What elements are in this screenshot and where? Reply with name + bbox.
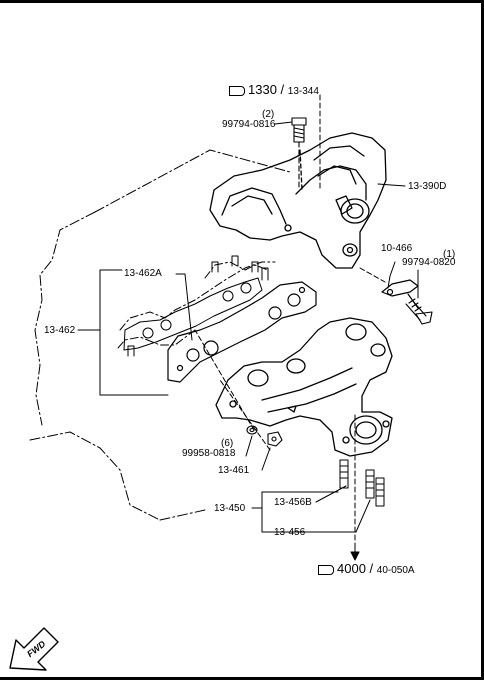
group-bracket-13-462 bbox=[77, 269, 193, 396]
dashed-leaders bbox=[194, 94, 386, 546]
heat-insulator-13-390D bbox=[209, 132, 387, 269]
frame-right-border bbox=[481, 0, 484, 680]
part-13-461: 13-461 bbox=[218, 465, 250, 476]
engine-block-outline bbox=[29, 149, 291, 521]
gasket-13-462A bbox=[167, 281, 317, 383]
bolt-99794-0820 bbox=[405, 298, 433, 325]
ref-top-sub: 13-344 bbox=[287, 86, 319, 97]
part-99794-0816: 99794-0816 bbox=[222, 119, 276, 130]
ref-top: 1330 / 13-344 bbox=[229, 83, 319, 97]
qty-99958-0818: (6) bbox=[221, 438, 234, 449]
nut-13-461 bbox=[267, 431, 283, 447]
qty-99794-0816: (2) bbox=[262, 109, 275, 120]
part-99958-0818: 99958-0818 bbox=[182, 448, 236, 459]
washer-99958-0818 bbox=[246, 425, 258, 435]
arrow-to-ref-4000 bbox=[350, 544, 360, 561]
part-13-456B: 13-456B bbox=[274, 497, 312, 508]
frame-bottom-border bbox=[0, 677, 484, 680]
part-10-466: 10-466 bbox=[381, 243, 413, 254]
studs-13-456 bbox=[339, 459, 385, 507]
part-13-456: 13-456 bbox=[274, 527, 306, 538]
fwd-arrow-icon bbox=[9, 627, 59, 671]
part-13-462A: 13-462A bbox=[124, 268, 162, 279]
qty-99794-0820: (1) bbox=[443, 249, 456, 260]
part-13-462: 13-462 bbox=[44, 325, 76, 336]
label-leaders bbox=[245, 121, 419, 533]
part-13-390D: 13-390D bbox=[408, 181, 447, 192]
pointing-hand-icon bbox=[229, 85, 245, 96]
bolt-99794-0816 bbox=[291, 117, 307, 191]
pointing-hand-icon bbox=[318, 564, 334, 575]
exhaust-manifold-13-450 bbox=[215, 317, 393, 457]
part-13-450: 13-450 bbox=[214, 503, 246, 514]
bracket-10-466 bbox=[381, 279, 419, 309]
frame-top-border bbox=[0, 0, 484, 3]
gasket-13-462 bbox=[123, 277, 263, 351]
ref-bottom: 4000 / 40-050A bbox=[318, 562, 415, 576]
ref-top-main: 1330 bbox=[248, 82, 277, 97]
ref-bottom-main: 4000 bbox=[337, 561, 366, 576]
part-99794-0820: 99794-0820 bbox=[402, 257, 456, 268]
ref-bottom-sub: 40-050A bbox=[376, 565, 415, 576]
head-studs bbox=[127, 255, 269, 357]
